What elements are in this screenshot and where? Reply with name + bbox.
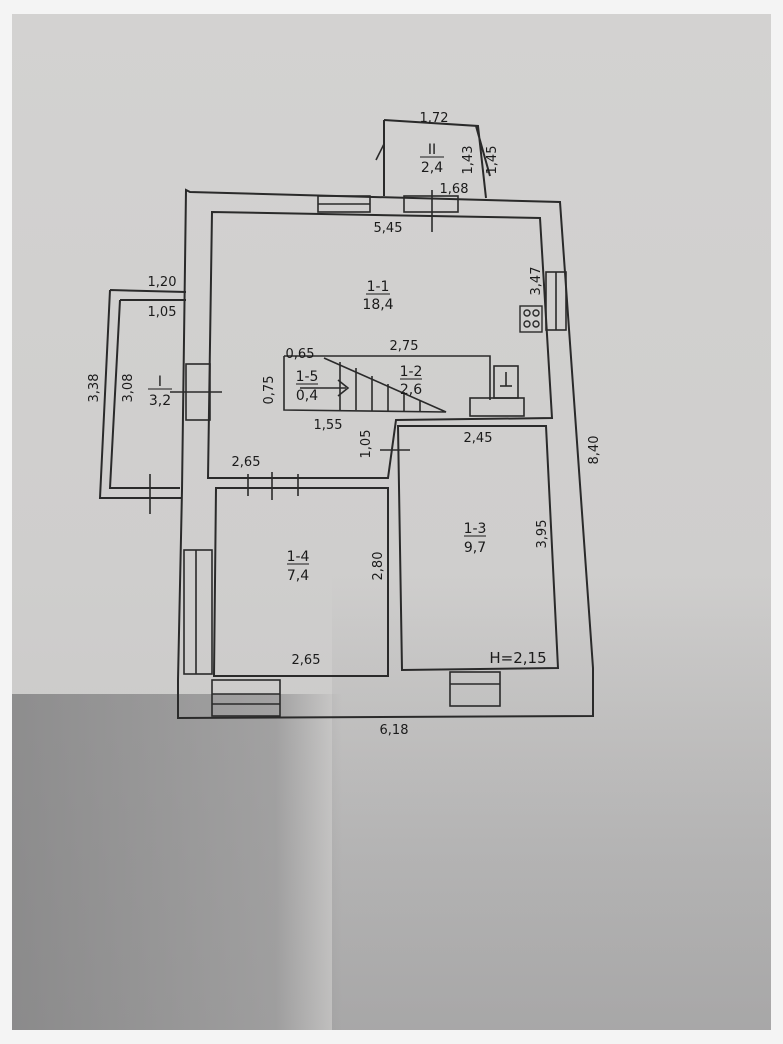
dim-room-1-1-right: 3,47 bbox=[529, 267, 544, 296]
window-bottom-left bbox=[211, 679, 281, 717]
dim-room-1-4-bottom: 2,65 bbox=[292, 653, 321, 668]
dim-room-1-4-side: 2,80 bbox=[371, 552, 386, 581]
dim-room-1-3-top: 2,45 bbox=[464, 431, 493, 446]
room-1-4-number: 1-4 bbox=[287, 549, 310, 565]
dim-left-porch-outer: 1,20 bbox=[148, 275, 177, 290]
dim-top-porch-width: 1,72 bbox=[420, 111, 449, 126]
dim-stair-length: 2,75 bbox=[390, 339, 419, 354]
room-1-1-number: 1-1 bbox=[367, 279, 390, 295]
room-1-2-area: 2,6 bbox=[400, 382, 422, 398]
dim-stair-top: 0,65 bbox=[286, 347, 315, 362]
stove bbox=[493, 365, 519, 399]
shadow-overlay-right bbox=[332, 574, 771, 1030]
dim-total-width: 6,18 bbox=[380, 723, 409, 738]
room-1-1-wall bbox=[206, 210, 554, 479]
shadow-overlay bbox=[12, 694, 342, 1030]
room-1-5-number: 1-5 bbox=[296, 369, 319, 385]
room-1-2-number: 1-2 bbox=[400, 364, 423, 380]
porch-2-number: II bbox=[428, 142, 436, 158]
porch-1-number: I bbox=[158, 374, 162, 390]
room-1-5-area: 0,4 bbox=[296, 388, 318, 404]
dim-total-depth: 8,40 bbox=[587, 436, 602, 465]
window-left bbox=[183, 549, 213, 675]
porch-1-wall bbox=[98, 289, 187, 499]
dim-left-porch-height-inner: 3,08 bbox=[121, 374, 136, 403]
porch-2-area: 2,4 bbox=[421, 160, 443, 176]
dim-top-porch-inner: 1,68 bbox=[440, 182, 469, 197]
porch-2-wall bbox=[383, 119, 491, 199]
dim-room-1-3-side: 3,95 bbox=[535, 520, 550, 549]
dim-top-porch-side-outer: 1,45 bbox=[485, 146, 500, 175]
door-top bbox=[403, 195, 459, 213]
room-1-3-wall bbox=[396, 425, 560, 672]
dim-stair-side: 0,75 bbox=[262, 376, 277, 405]
dim-left-porch-height-outer: 3,38 bbox=[87, 374, 102, 403]
dim-left-porch-inner: 1,05 bbox=[148, 305, 177, 320]
window-bottom-right bbox=[449, 671, 501, 707]
room-1-4-wall bbox=[212, 487, 389, 677]
room-1-3-number: 1-3 bbox=[464, 521, 487, 537]
room-1-4-area: 7,4 bbox=[287, 568, 309, 584]
porch-1-area: 3,2 bbox=[149, 393, 171, 409]
paper-sheet bbox=[12, 14, 771, 1030]
outer-wall bbox=[177, 188, 594, 720]
dim-top-porch-side: 1,43 bbox=[461, 146, 476, 175]
cooker-icon bbox=[519, 305, 543, 333]
dim-room-1-1-width: 5,45 bbox=[374, 221, 403, 236]
staircase bbox=[283, 355, 525, 417]
room-1-1-area: 18,4 bbox=[362, 297, 393, 313]
dim-corridor: 1,05 bbox=[359, 430, 374, 459]
dim-stair-bottom: 1,55 bbox=[314, 418, 343, 433]
ceiling-height: H=2,15 bbox=[489, 649, 546, 667]
dim-room-1-4-top: 2,65 bbox=[232, 455, 261, 470]
room-1-3-area: 9,7 bbox=[464, 540, 486, 556]
